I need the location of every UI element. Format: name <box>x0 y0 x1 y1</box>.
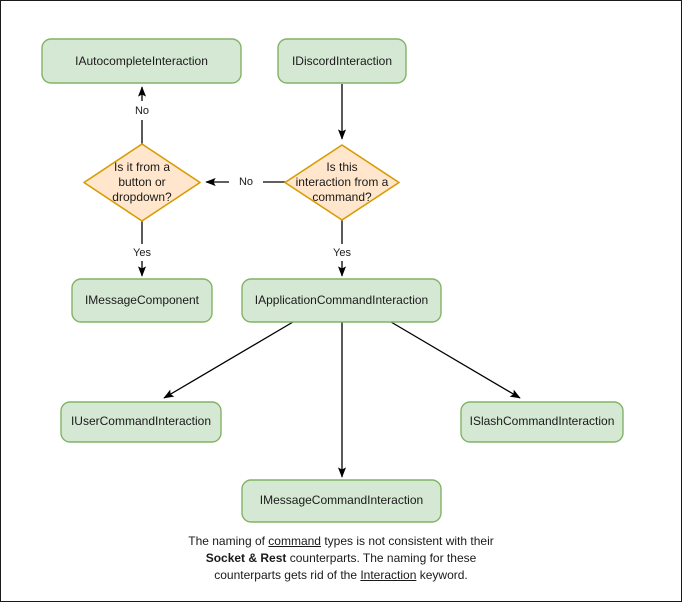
node-label-decision-button-or-dropdown-line3: dropdown? <box>112 190 172 204</box>
node-label-message-component: IMessageComponent <box>85 293 200 307</box>
node-label-message-command-interaction: IMessageCommandInteraction <box>260 493 423 507</box>
node-label-decision-from-command-line1: Is this <box>326 160 357 174</box>
edge-label-yes-left: Yes <box>133 247 151 259</box>
node-slash-command-interaction[interactable]: ISlashCommandInteraction <box>460 401 624 443</box>
node-decision-from-command[interactable]: Is this interaction from a command? <box>284 144 400 221</box>
caption-line-2: Socket & Rest counterparts. The naming f… <box>1 550 681 567</box>
node-label-slash-command-interaction: ISlashCommandInteraction <box>470 414 615 428</box>
node-label-application-command-interaction: IApplicationCommandInteraction <box>255 293 428 307</box>
caption-keyword-command: command <box>268 534 321 548</box>
edge-from_command-no-button_dropdown: No <box>205 176 286 188</box>
node-label-decision-button-or-dropdown-line2: button or <box>118 175 165 189</box>
node-label-discord-interaction: IDiscordInteraction <box>292 54 392 68</box>
edge-label-yes-right: Yes <box>333 247 351 259</box>
caption-keyword-interaction: Interaction <box>360 568 417 582</box>
node-message-command-interaction[interactable]: IMessageCommandInteraction <box>241 479 442 523</box>
edge-button_dropdown-no-autocomplete: No <box>135 86 149 144</box>
diagram-caption: The naming of command types is not consi… <box>1 533 681 584</box>
node-application-command-interaction[interactable]: IApplicationCommandInteraction <box>241 278 442 323</box>
caption-line-3-text-a: counterparts gets rid of the <box>214 568 361 582</box>
node-label-decision-button-or-dropdown-line1: Is it from a <box>114 160 170 174</box>
node-autocomplete-interaction[interactable]: IAutocompleteInteraction <box>41 38 242 84</box>
edge-button_dropdown-yes-message_component: Yes <box>133 221 151 277</box>
node-message-component[interactable]: IMessageComponent <box>71 278 213 323</box>
edge-label-no-vertical: No <box>135 105 149 117</box>
caption-line-1: The naming of command types is not consi… <box>1 533 681 550</box>
caption-emphasis-socket-rest: Socket & Rest <box>205 551 287 565</box>
edge-label-no-horizontal: No <box>239 176 253 188</box>
edge-application_command-to-user_command <box>163 321 294 399</box>
edge-application_command-to-slash_command <box>390 321 521 399</box>
node-decision-button-or-dropdown[interactable]: Is it from a button or dropdown? <box>83 143 201 222</box>
edge-from_command-yes-application_command: Yes <box>333 219 351 277</box>
node-label-user-command-interaction: IUserCommandInteraction <box>71 414 211 428</box>
caption-line-3-text-b: keyword. <box>416 568 468 582</box>
node-discord-interaction[interactable]: IDiscordInteraction <box>277 38 407 84</box>
caption-line-2-text-a: counterparts. The naming for these <box>286 551 477 565</box>
caption-line-3: counterparts gets rid of the Interaction… <box>1 567 681 584</box>
node-label-autocomplete-interaction: IAutocompleteInteraction <box>75 54 208 68</box>
node-label-decision-from-command-line2: interaction from a <box>296 175 389 189</box>
caption-line-1-text-b: types is not consistent with their <box>320 534 494 548</box>
node-user-command-interaction[interactable]: IUserCommandInteraction <box>60 401 222 443</box>
caption-line-1-text-a: The naming of <box>188 534 269 548</box>
node-label-decision-from-command-line3: command? <box>312 190 372 204</box>
